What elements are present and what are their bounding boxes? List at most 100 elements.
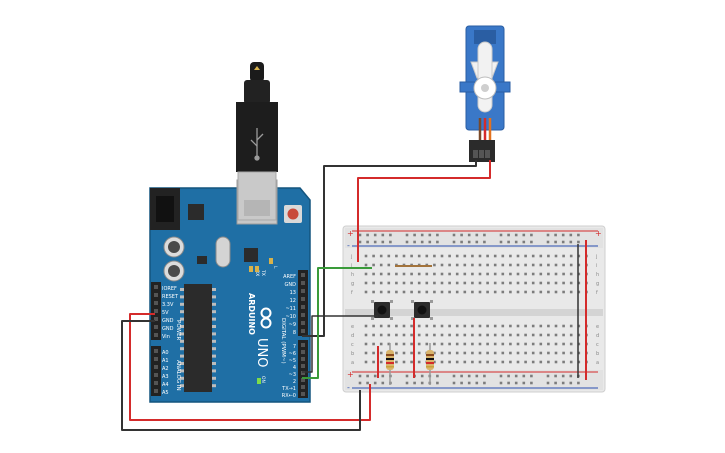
breadboard-hole[interactable] [509, 360, 512, 364]
breadboard-hole[interactable] [402, 351, 406, 355]
breadboard-hole[interactable] [501, 272, 505, 276]
breadboard-hole[interactable] [493, 324, 497, 328]
breadboard-hole[interactable] [569, 342, 573, 346]
breadboard-hole[interactable] [569, 360, 573, 364]
breadboard-hole[interactable] [455, 351, 459, 355]
breadboard-hole[interactable] [475, 240, 479, 244]
breadboard-hole[interactable] [562, 351, 565, 355]
breadboard-hole[interactable] [455, 324, 459, 328]
breadboard-hole[interactable] [463, 333, 467, 337]
breadboard-hole[interactable] [539, 281, 543, 285]
breadboard-hole[interactable] [428, 240, 432, 244]
breadboard-hole[interactable] [387, 324, 391, 328]
breadboard-hole[interactable] [395, 360, 398, 364]
breadboard-hole[interactable] [463, 360, 467, 364]
breadboard-hole[interactable] [452, 374, 456, 378]
breadboard-hole[interactable] [530, 381, 533, 385]
breadboard-hole[interactable] [539, 272, 543, 276]
breadboard-hole[interactable] [387, 272, 391, 276]
breadboard-hole[interactable] [509, 263, 512, 267]
breadboard-hole[interactable] [554, 263, 558, 267]
breadboard-hole[interactable] [524, 281, 527, 285]
breadboard-hole[interactable] [531, 254, 535, 258]
breadboard-hole[interactable] [410, 281, 413, 285]
breadboard-hole[interactable] [486, 351, 489, 355]
breadboard-hole[interactable] [460, 381, 463, 385]
breadboard-hole[interactable] [524, 342, 527, 346]
breadboard-hole[interactable] [561, 240, 565, 244]
breadboard-hole[interactable] [448, 360, 451, 364]
breadboard-hole[interactable] [425, 272, 429, 276]
breadboard-hole[interactable] [486, 360, 489, 364]
breadboard-hole[interactable] [524, 324, 527, 328]
breadboard-hole[interactable] [554, 381, 557, 385]
breadboard-hole[interactable] [539, 333, 543, 337]
header-pin[interactable] [301, 281, 305, 285]
breadboard-hole[interactable] [463, 324, 467, 328]
breadboard-hole[interactable] [471, 333, 474, 337]
breadboard-hole[interactable] [501, 342, 505, 346]
breadboard-hole[interactable] [358, 240, 362, 244]
breadboard-hole[interactable] [569, 272, 573, 276]
breadboard-hole[interactable] [372, 324, 375, 328]
breadboard-hole[interactable] [569, 324, 573, 328]
breadboard-hole[interactable] [478, 342, 482, 346]
breadboard-hole[interactable] [524, 333, 527, 337]
breadboard-hole[interactable] [372, 333, 375, 337]
breadboard-hole[interactable] [562, 333, 565, 337]
breadboard-hole[interactable] [516, 254, 520, 258]
breadboard-hole[interactable] [562, 324, 565, 328]
breadboard-hole[interactable] [460, 374, 463, 378]
breadboard-hole[interactable] [483, 374, 486, 378]
breadboard-hole[interactable] [425, 290, 429, 294]
pushbutton-1[interactable] [371, 300, 393, 320]
breadboard-hole[interactable] [516, 360, 520, 364]
breadboard-hole[interactable] [364, 272, 368, 276]
breadboard-hole[interactable] [577, 290, 581, 294]
breadboard-hole[interactable] [428, 233, 432, 237]
breadboard-hole[interactable] [436, 233, 439, 237]
breadboard-hole[interactable] [379, 342, 383, 346]
breadboard-hole[interactable] [448, 263, 451, 267]
breadboard-hole[interactable] [547, 324, 550, 328]
breadboard-hole[interactable] [516, 263, 520, 267]
breadboard-hole[interactable] [546, 240, 550, 244]
breadboard-hole[interactable] [471, 351, 474, 355]
breadboard-hole[interactable] [501, 263, 505, 267]
header-pin[interactable] [301, 289, 305, 293]
breadboard-hole[interactable] [524, 360, 527, 364]
breadboard-hole[interactable] [448, 281, 451, 285]
breadboard-hole[interactable] [395, 333, 398, 337]
breadboard-hole[interactable] [420, 233, 424, 237]
breadboard-hole[interactable] [417, 290, 421, 294]
breadboard-hole[interactable] [395, 272, 398, 276]
breadboard-hole[interactable] [547, 281, 550, 285]
breadboard-hole[interactable] [524, 254, 527, 258]
header-pin[interactable] [154, 293, 158, 297]
breadboard-hole[interactable] [554, 351, 558, 355]
breadboard-hole[interactable] [486, 342, 489, 346]
breadboard-hole[interactable] [364, 290, 368, 294]
breadboard-hole[interactable] [547, 290, 550, 294]
breadboard-hole[interactable] [440, 263, 444, 267]
breadboard-hole[interactable] [493, 333, 497, 337]
header-pin[interactable] [154, 349, 158, 353]
breadboard-hole[interactable] [569, 233, 573, 237]
breadboard-hole[interactable] [561, 233, 565, 237]
breadboard-hole[interactable] [440, 333, 444, 337]
breadboard-hole[interactable] [524, 351, 527, 355]
breadboard-hole[interactable] [410, 254, 413, 258]
breadboard-hole[interactable] [460, 240, 463, 244]
breadboard-hole[interactable] [531, 342, 535, 346]
breadboard-hole[interactable] [440, 290, 444, 294]
breadboard-hole[interactable] [448, 342, 451, 346]
breadboard-hole[interactable] [463, 342, 467, 346]
breadboard-hole[interactable] [554, 290, 558, 294]
breadboard-hole[interactable] [467, 374, 471, 378]
breadboard-hole[interactable] [417, 254, 421, 258]
breadboard-hole[interactable] [531, 272, 535, 276]
breadboard-hole[interactable] [547, 272, 550, 276]
breadboard-hole[interactable] [516, 272, 520, 276]
breadboard-hole[interactable] [417, 342, 421, 346]
